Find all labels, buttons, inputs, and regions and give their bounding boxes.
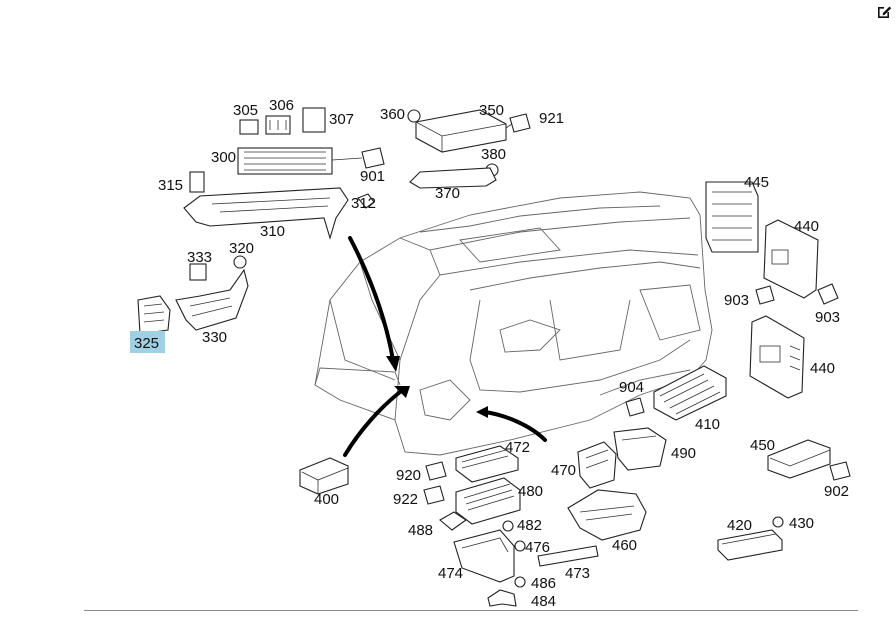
label-445[interactable]: 445 — [744, 174, 769, 191]
callout-labels: 305 306 307 300 315 310 312 901 360 350 … — [134, 97, 849, 610]
amplifier-410-group — [625, 365, 727, 421]
module-400-group — [299, 457, 349, 495]
label-472[interactable]: 472 — [505, 439, 530, 456]
control-module-350-group — [407, 109, 531, 189]
label-476[interactable]: 476 — [525, 539, 550, 556]
label-380[interactable]: 380 — [481, 146, 506, 163]
trays-470-490-460-group — [537, 427, 667, 567]
label-901[interactable]: 901 — [360, 168, 385, 185]
label-484[interactable]: 484 — [531, 593, 556, 610]
label-486[interactable]: 486 — [531, 575, 556, 592]
label-470[interactable]: 470 — [551, 462, 576, 479]
lower-tray-group — [423, 445, 526, 607]
label-420[interactable]: 420 — [727, 517, 752, 534]
label-903b[interactable]: 903 — [815, 309, 840, 326]
bottom-divider — [84, 610, 858, 611]
vehicle-body-outline — [314, 191, 713, 456]
label-480[interactable]: 480 — [518, 483, 543, 500]
fuse-bracket-330-group — [137, 255, 249, 335]
label-360[interactable]: 360 — [380, 106, 405, 123]
label-430[interactable]: 430 — [789, 515, 814, 532]
label-440a[interactable]: 440 — [794, 218, 819, 235]
label-488[interactable]: 488 — [408, 522, 433, 539]
label-325[interactable]: 325 — [134, 335, 159, 352]
label-482[interactable]: 482 — [517, 517, 542, 534]
label-400[interactable]: 400 — [314, 491, 339, 508]
label-305[interactable]: 305 — [233, 102, 258, 119]
label-315[interactable]: 315 — [158, 177, 183, 194]
edit-pencil-icon — [878, 6, 892, 18]
label-902[interactable]: 902 — [824, 483, 849, 500]
label-474[interactable]: 474 — [438, 565, 463, 582]
label-306[interactable]: 306 — [269, 97, 294, 114]
label-460[interactable]: 460 — [612, 537, 637, 554]
highlight-325-box — [130, 331, 165, 353]
pointer-arrows — [343, 236, 547, 457]
label-490[interactable]: 490 — [671, 445, 696, 462]
label-450[interactable]: 450 — [750, 437, 775, 454]
label-300[interactable]: 300 — [211, 149, 236, 166]
right-modules-group — [705, 181, 839, 399]
label-410[interactable]: 410 — [695, 416, 720, 433]
label-920[interactable]: 920 — [396, 467, 421, 484]
module-420-group — [717, 516, 784, 561]
label-473[interactable]: 473 — [565, 565, 590, 582]
label-904[interactable]: 904 — [619, 379, 644, 396]
module-450-group — [767, 439, 851, 481]
label-370[interactable]: 370 — [435, 185, 460, 202]
label-440b[interactable]: 440 — [810, 360, 835, 377]
fuse-box-assembly — [183, 107, 385, 240]
label-921[interactable]: 921 — [539, 110, 564, 127]
label-333[interactable]: 333 — [187, 249, 212, 266]
label-330[interactable]: 330 — [202, 329, 227, 346]
edit-button[interactable] — [874, 2, 894, 22]
label-922[interactable]: 922 — [393, 491, 418, 508]
label-307[interactable]: 307 — [329, 111, 354, 128]
label-320[interactable]: 320 — [229, 240, 254, 257]
label-312[interactable]: 312 — [351, 195, 376, 212]
label-310[interactable]: 310 — [260, 223, 285, 240]
label-350[interactable]: 350 — [479, 102, 504, 119]
label-903a[interactable]: 903 — [724, 292, 749, 309]
